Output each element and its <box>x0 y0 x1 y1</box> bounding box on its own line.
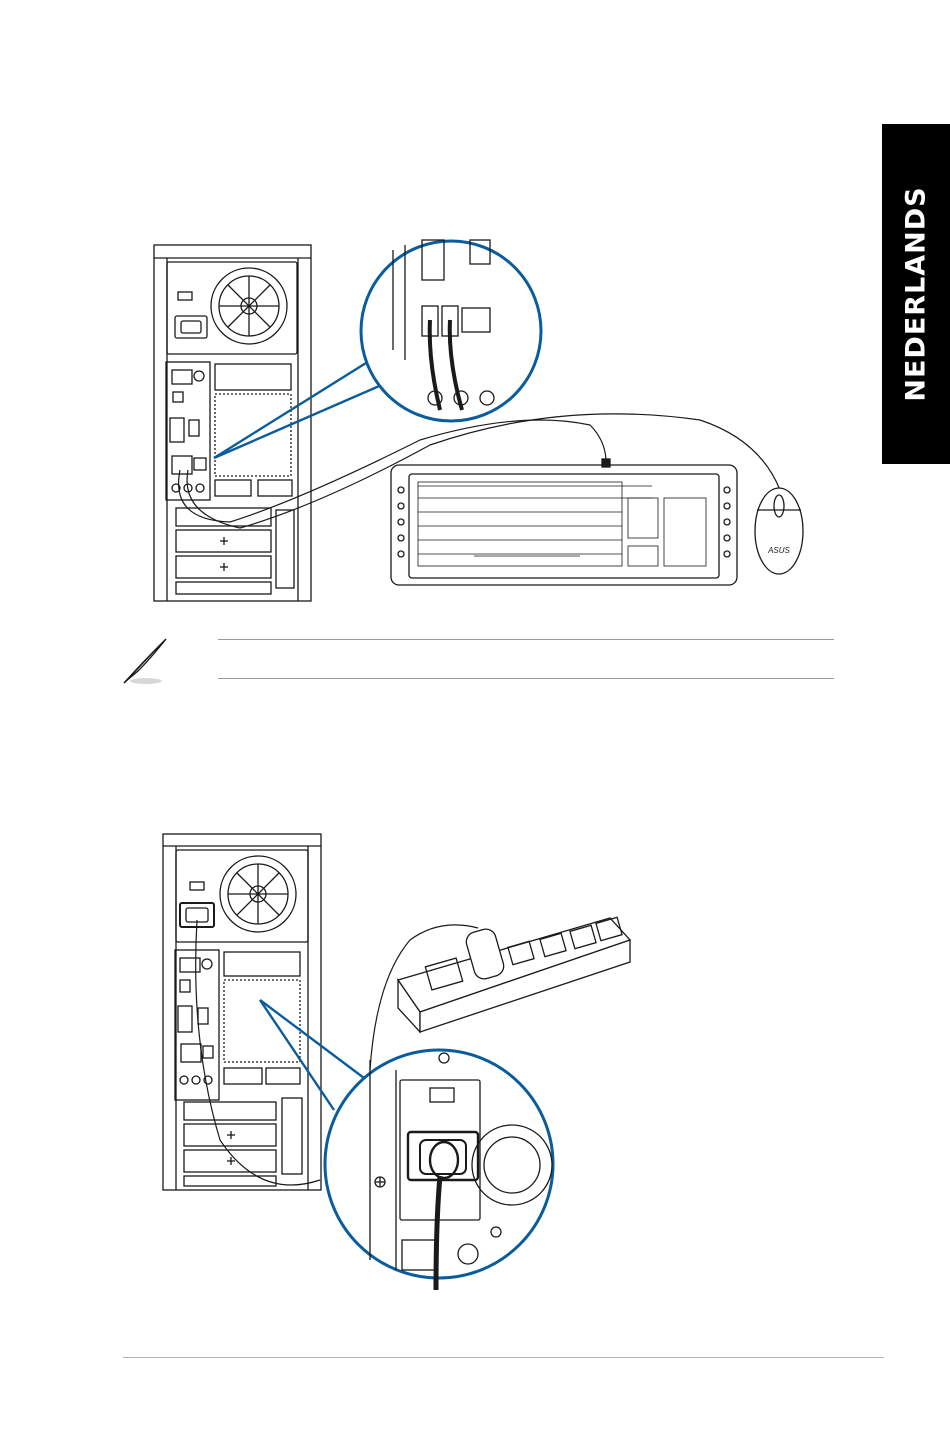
note-feather-icon <box>120 635 172 687</box>
keyboard <box>391 459 737 585</box>
magnified-ps2-ports <box>361 240 541 421</box>
language-tab: NEDERLANDS <box>882 124 950 464</box>
note-top-rule <box>218 639 834 640</box>
note-bottom-rule <box>218 678 834 679</box>
figure-power-cord <box>0 830 880 1290</box>
language-tab-label: NEDERLANDS <box>901 186 932 401</box>
figure-keyboard-mouse: ASUS <box>0 230 880 610</box>
footer-rule <box>123 1357 884 1358</box>
psu-fan <box>211 268 287 344</box>
mouse-logo: ASUS <box>767 546 790 555</box>
mouse <box>755 488 803 574</box>
magnified-power-socket <box>325 1050 553 1290</box>
power-strip <box>370 917 630 1070</box>
desktop-tower-rear-2 <box>163 834 321 1190</box>
desktop-tower-rear <box>154 245 311 601</box>
